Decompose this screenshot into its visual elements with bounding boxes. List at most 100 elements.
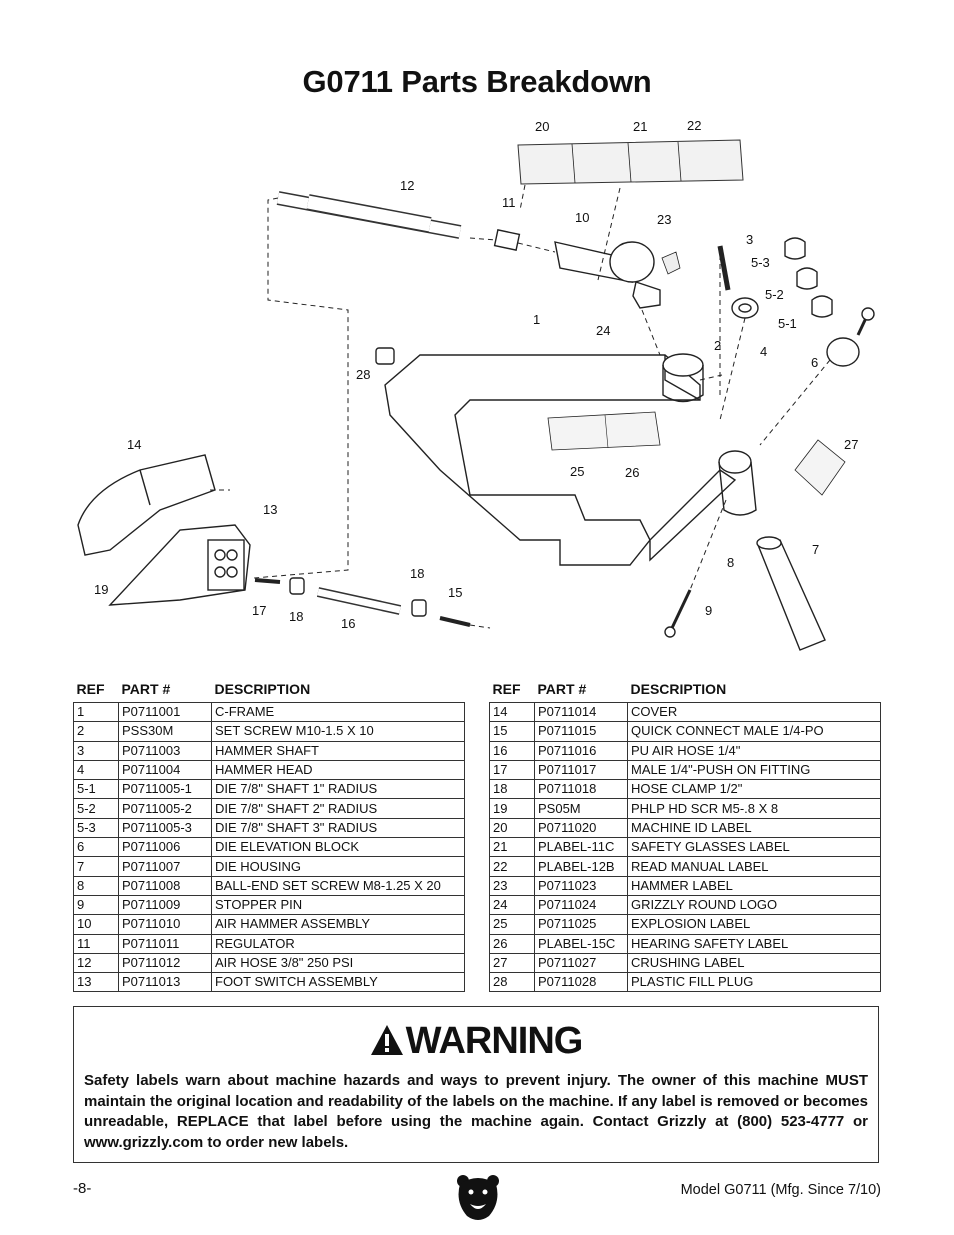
cell-description: HAMMER HEAD <box>211 759 465 781</box>
callout-21: 21 <box>633 119 647 134</box>
cell-description: BALL-END SET SCREW M8-1.25 X 20 <box>211 875 465 896</box>
warning-triangle-icon <box>370 1025 403 1055</box>
parts-exploded-diagram: 20 21 22 12 11 10 23 3 5-3 5-2 5-1 4 6 1… <box>77 118 875 651</box>
cell-part-number: PLABEL-12B <box>534 856 628 877</box>
cell-part-number: P0711005-3 <box>118 817 212 839</box>
warning-text: Safety labels warn about machine hazards… <box>84 1072 868 1151</box>
cell-part-number: P0711005-2 <box>118 798 212 819</box>
cell-description: HAMMER SHAFT <box>211 740 465 761</box>
callout-9: 9 <box>705 603 712 618</box>
callout-26: 26 <box>625 465 639 480</box>
cell-description: HEARING SAFETY LABEL <box>627 933 881 954</box>
cell-description: COVER <box>627 701 881 723</box>
cell-ref: 12 <box>73 952 119 974</box>
callout-5-3: 5-3 <box>751 255 770 270</box>
cell-description: FOOT SWITCH ASSEMBLY <box>211 972 465 993</box>
cell-part-number: P0711007 <box>118 856 212 877</box>
cell-ref: 3 <box>73 740 119 761</box>
cell-part-number: P0711027 <box>534 952 628 974</box>
callout-2: 2 <box>714 338 721 353</box>
cell-description: HAMMER LABEL <box>627 875 881 896</box>
callout-25: 25 <box>570 464 584 479</box>
cell-ref: 7 <box>73 856 119 877</box>
callout-14: 14 <box>127 437 141 452</box>
cell-ref: 1 <box>73 701 119 723</box>
cell-ref: 9 <box>73 894 119 916</box>
cell-ref: 2 <box>73 721 119 742</box>
cell-ref: 21 <box>489 837 535 858</box>
callout-7: 7 <box>812 542 819 557</box>
col-ref-header: REF <box>492 681 521 697</box>
cell-part-number: P0711020 <box>534 817 628 839</box>
page-title: G0711 Parts Breakdown <box>302 64 652 99</box>
callout-13: 13 <box>263 502 277 517</box>
col-desc-header: DESCRIPTION <box>214 681 311 697</box>
cell-part-number: P0711001 <box>118 701 212 723</box>
cell-description: DIE 7/8" SHAFT 3" RADIUS <box>211 817 465 839</box>
callout-15: 15 <box>448 585 462 600</box>
cell-ref: 28 <box>489 972 535 993</box>
callout-4: 4 <box>760 344 767 359</box>
cell-description: QUICK CONNECT MALE 1/4-PO <box>627 721 881 742</box>
cell-description: SAFETY GLASSES LABEL <box>627 837 881 858</box>
cell-part-number: P0711004 <box>118 759 212 781</box>
cell-ref: 5-3 <box>73 817 119 839</box>
cell-ref: 13 <box>73 972 119 993</box>
cell-part-number: P0711014 <box>534 701 628 723</box>
cell-part-number: P0711025 <box>534 914 628 935</box>
cell-ref: 16 <box>489 740 535 761</box>
callout-3: 3 <box>746 232 753 247</box>
cell-ref: 6 <box>73 837 119 858</box>
grizzly-bear-logo <box>457 1175 499 1220</box>
cell-ref: 5-1 <box>73 779 119 800</box>
cell-part-number: P0711010 <box>118 914 212 935</box>
callout-28: 28 <box>356 367 370 382</box>
callout-5-1: 5-1 <box>778 316 797 331</box>
cell-part-number: P0711016 <box>534 740 628 761</box>
cell-description: HOSE CLAMP 1/2" <box>627 779 881 800</box>
cell-ref: 4 <box>73 759 119 781</box>
callout-23: 23 <box>657 212 671 227</box>
cell-part-number: PSS30M <box>118 721 212 742</box>
cell-description: GRIZZLY ROUND LOGO <box>627 894 881 916</box>
cell-description: EXPLOSION LABEL <box>627 914 881 935</box>
cell-part-number: PS05M <box>534 798 628 819</box>
cell-description: DIE 7/8" SHAFT 2" RADIUS <box>211 798 465 819</box>
cell-ref: 26 <box>489 933 535 954</box>
cell-ref: 18 <box>489 779 535 800</box>
cell-ref: 23 <box>489 875 535 896</box>
cell-ref: 14 <box>489 701 535 723</box>
col-part-header: PART # <box>121 681 171 697</box>
callout-10: 10 <box>575 210 589 225</box>
page-number: -8- <box>73 1180 92 1197</box>
callout-16: 16 <box>341 616 355 631</box>
cell-part-number: P0711015 <box>534 721 628 742</box>
cell-description: READ MANUAL LABEL <box>627 856 881 877</box>
cell-part-number: P0711003 <box>118 740 212 761</box>
cell-part-number: P0711008 <box>118 875 212 896</box>
table-header-row: REF PART # DESCRIPTION <box>490 676 881 703</box>
cell-part-number: P0711005-1 <box>118 779 212 800</box>
col-ref-header: REF <box>76 681 105 697</box>
cell-part-number: P0711017 <box>534 759 628 781</box>
cell-description: DIE HOUSING <box>211 856 465 877</box>
table-header-row: REF PART # DESCRIPTION <box>74 676 465 703</box>
cell-part-number: P0711012 <box>118 952 212 974</box>
callout-8: 8 <box>727 555 734 570</box>
cell-description: PHLP HD SCR M5-.8 X 8 <box>627 798 881 819</box>
cell-description: AIR HOSE 3/8" 250 PSI <box>211 952 465 974</box>
